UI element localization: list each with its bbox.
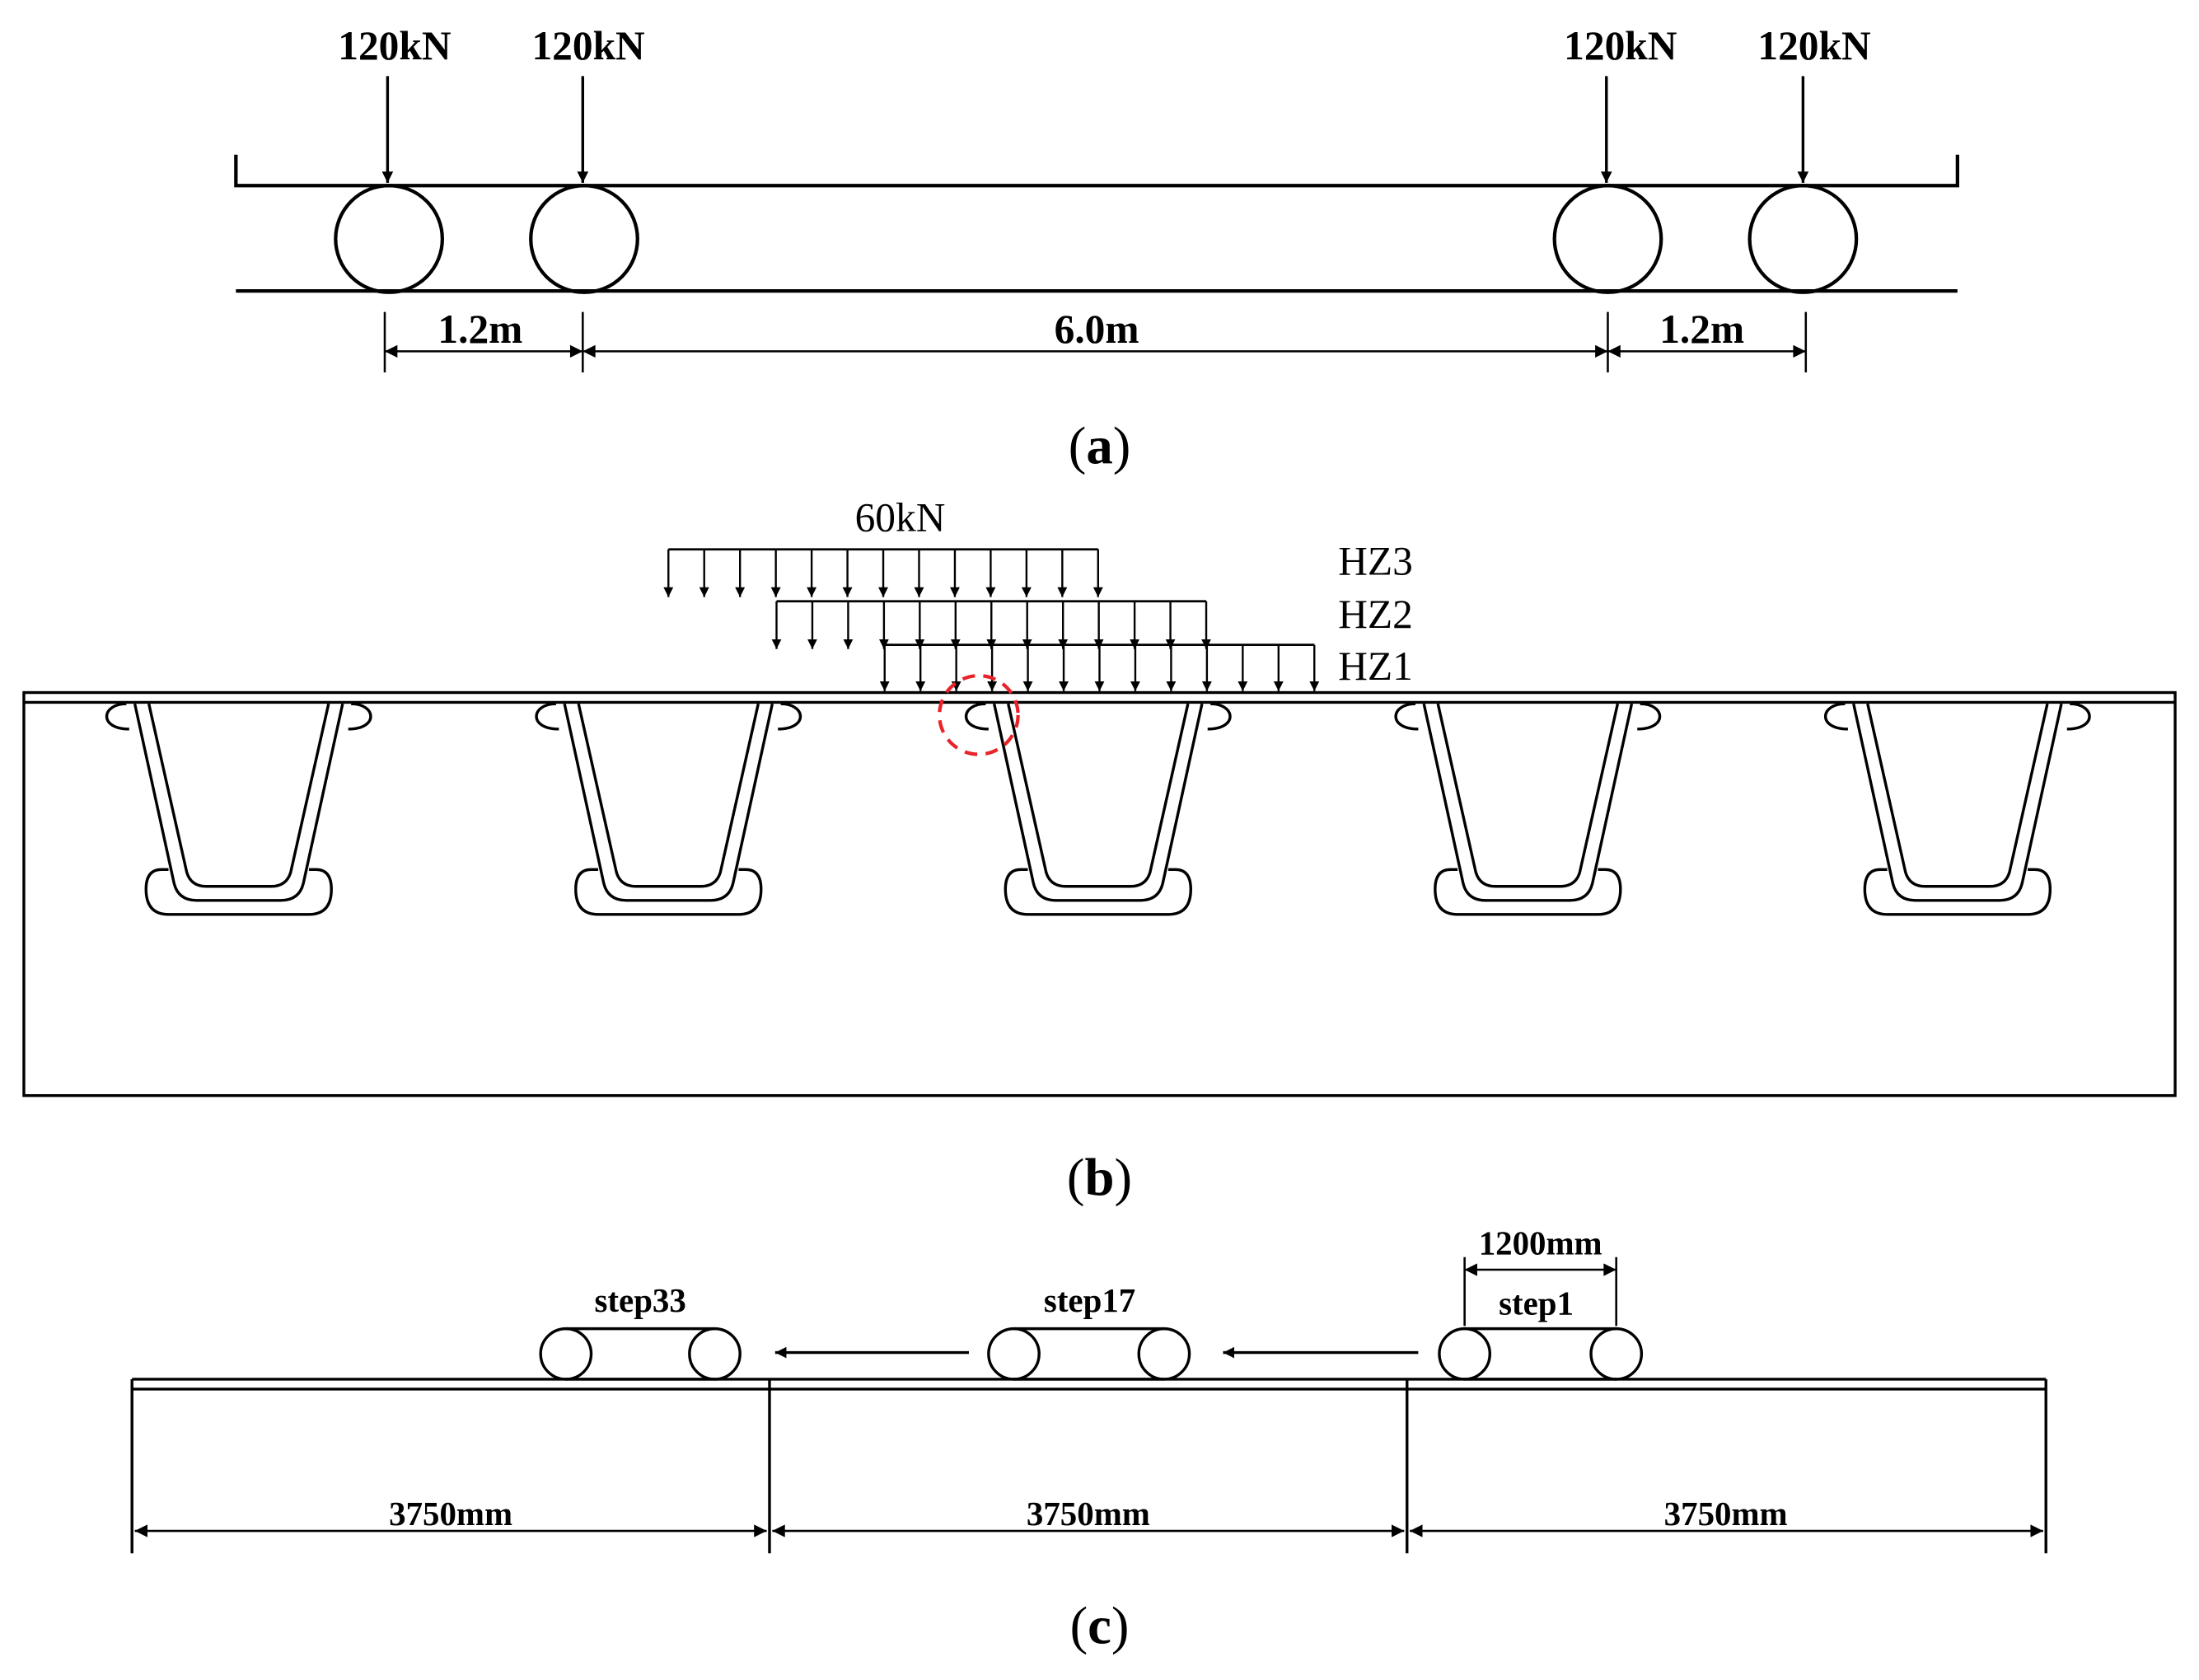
dim-label-3: 1.2m: [1659, 307, 1744, 352]
load-case-hz1: [879, 643, 1320, 691]
panel-c: 1200mm step33 step17 step1: [130, 1224, 2047, 1655]
span-supports: [130, 1378, 2047, 1554]
case-label-hz1: HZ1: [1338, 643, 1413, 689]
load-label-4: 120kN: [1757, 23, 1871, 68]
dimension-lines: [383, 311, 1808, 372]
vehicle-body-top: [234, 154, 1959, 188]
u-rib-3: [964, 702, 1232, 916]
case-label-hz3: HZ3: [1338, 538, 1413, 583]
caption-c: (c): [1070, 1596, 1130, 1655]
wheel-step17-right: [1137, 1327, 1191, 1381]
vehicle-step33: step33: [539, 1282, 742, 1381]
span-label-2: 3750mm: [1027, 1495, 1150, 1533]
detail-highlight-circle: [938, 673, 1020, 756]
load-case-hz3: [663, 548, 1103, 597]
caption-b: (b): [1067, 1149, 1132, 1208]
wheels: [334, 184, 1859, 294]
dim-label-2: 6.0m: [1055, 307, 1139, 352]
case-label-hz2: HZ2: [1338, 592, 1413, 637]
vehicle-step1: step1: [1438, 1285, 1644, 1381]
wheel-4: [1748, 184, 1859, 294]
span-label-1: 3750mm: [389, 1495, 512, 1533]
span-label-3: 3750mm: [1664, 1495, 1788, 1533]
u-rib-5: [1823, 702, 2091, 916]
u-rib-1: [105, 702, 372, 916]
u-rib-4: [1394, 702, 1662, 916]
load-label-60kn: 60kN: [855, 495, 946, 541]
step-label-33: step33: [595, 1282, 686, 1319]
caption-a: (a): [1069, 417, 1131, 476]
wheel-step1-right: [1589, 1327, 1644, 1381]
step-label-1: step1: [1499, 1285, 1574, 1322]
wheel-1: [334, 184, 444, 294]
step-label-17: step17: [1044, 1282, 1135, 1319]
wheel-step17-left: [987, 1327, 1041, 1381]
u-ribs: [105, 702, 2091, 916]
wheel-spacing-label: 1200mm: [1479, 1224, 1602, 1261]
dim-label-1: 1.2m: [437, 307, 522, 352]
load-labels: 120kN 120kN 120kN 120kN: [338, 23, 1871, 68]
vehicle-step17: step17: [987, 1282, 1191, 1381]
load-label-2: 120kN: [531, 23, 645, 68]
wheel-step33-right: [688, 1327, 742, 1381]
load-arrows: [381, 76, 1809, 183]
deck-outline: [22, 690, 2177, 1097]
load-label-1: 120kN: [338, 23, 451, 68]
load-case-hz2: [771, 600, 1211, 649]
wheel-step1-left: [1438, 1327, 1492, 1381]
wheel-2: [529, 184, 639, 294]
panel-b: 60kN HZ3 HZ2 HZ1 (b): [22, 495, 2177, 1208]
load-label-3: 120kN: [1564, 23, 1677, 68]
wheel-step33-left: [539, 1327, 593, 1381]
wheel-3: [1552, 184, 1663, 294]
u-rib-2: [535, 702, 802, 916]
panel-a: 120kN 120kN 120kN 120kN 1.2m: [234, 23, 1959, 476]
